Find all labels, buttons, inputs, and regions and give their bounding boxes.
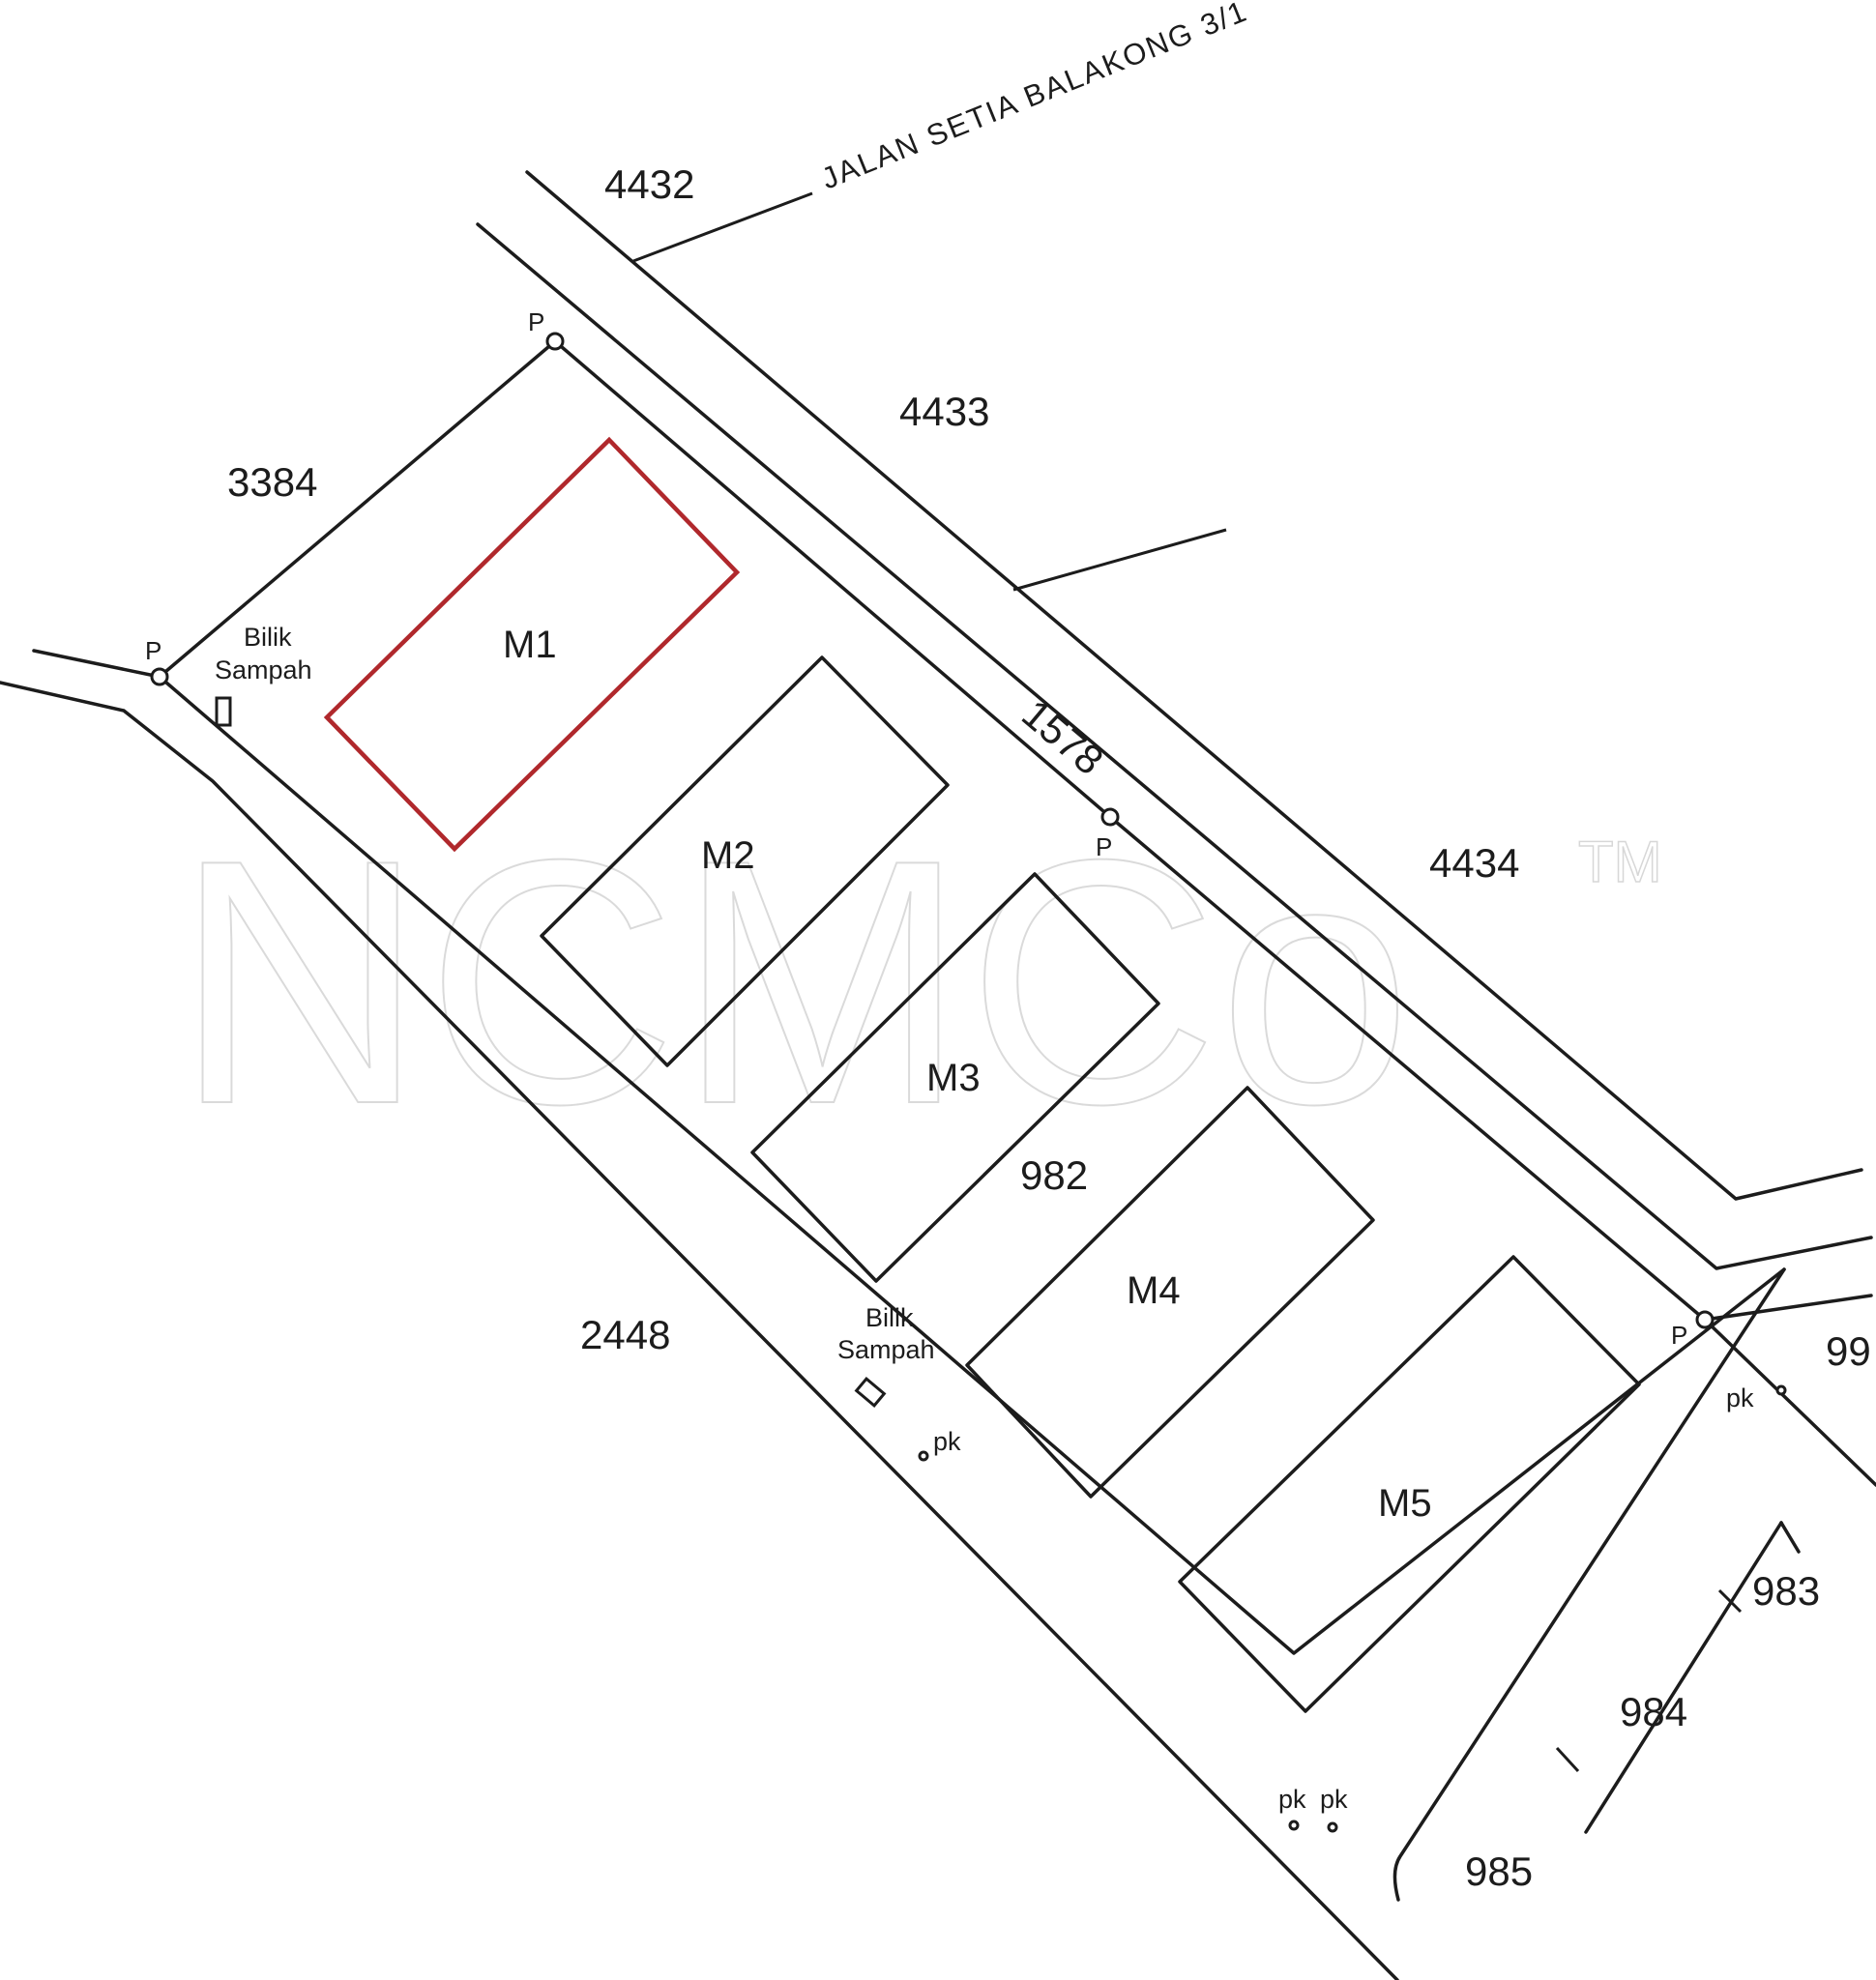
lot-boundary-983-top (1584, 1521, 1783, 1834)
peg-north (545, 332, 565, 351)
lot-boundary-983-corner (1779, 1521, 1801, 1554)
refuse-rooms (215, 696, 887, 1408)
road-edge-outer (525, 170, 1863, 1201)
peg-west (150, 667, 169, 686)
peg-mid (1100, 807, 1120, 827)
peg-east (1695, 1310, 1715, 1329)
refuse-room-1-line1: Bilik (244, 623, 292, 652)
unit-m3[interactable] (750, 872, 1160, 1283)
site-boundary (0, 339, 1876, 1980)
unit-label-m2: M2 (701, 834, 755, 877)
adjacent-lots (1392, 1267, 1801, 1902)
pk-point-2 (1288, 1820, 1300, 1831)
lot-label-4432: 4432 (604, 161, 694, 207)
unit-label-m3: M3 (926, 1057, 981, 1099)
peg-label-west: P (145, 636, 161, 665)
lot-line-4433 (1012, 528, 1227, 592)
road-name: JALAN SETIA BALAKONG 3/1 (817, 0, 1253, 195)
unit-label-m1: M1 (503, 624, 557, 666)
peg-label-east: P (1671, 1321, 1687, 1350)
lot-tick-983 (1717, 1588, 1743, 1614)
unit-labels: M1 M2 M3 M4 M5 (503, 624, 1432, 1525)
lot-label-2448: 2448 (580, 1312, 670, 1357)
peg-label-mid: P (1096, 832, 1112, 861)
lot-label-4434: 4434 (1429, 840, 1519, 886)
refuse-room-2-line1: Bilik (865, 1303, 914, 1332)
unit-m1[interactable] (323, 436, 741, 853)
pk-label-4: pk (1726, 1383, 1754, 1412)
pk-point-3 (1327, 1821, 1338, 1833)
pegs (150, 332, 1787, 1833)
watermark-tm: TM (1578, 830, 1662, 894)
unit-label-m5: M5 (1378, 1482, 1432, 1525)
boundary-northwest (158, 339, 557, 679)
side-road-edge (32, 649, 161, 679)
watermark-text: NCMCo (174, 788, 1412, 1177)
lot-label-982: 982 (1020, 1152, 1088, 1198)
refuse-room-1-line2: Sampah (215, 655, 312, 684)
pk-label-1: pk (933, 1427, 961, 1456)
unit-m2[interactable] (540, 655, 950, 1067)
lot-label-99: 99 (1826, 1328, 1871, 1374)
road-edge-inner (476, 222, 1873, 1270)
lot-label-984: 984 (1620, 1689, 1687, 1734)
pk-label-2: pk (1278, 1785, 1306, 1814)
refuse-room-box-1 (215, 696, 232, 727)
lot-tick-984 (1555, 1746, 1580, 1773)
boundary-northeast (553, 339, 1876, 1487)
units (323, 436, 1641, 1713)
road-reserve (476, 170, 1873, 1270)
lot-boundary-985 (1392, 1267, 1786, 1902)
road-leader-4432 (632, 191, 813, 263)
peg-label-north: P (528, 307, 544, 336)
pk-point-1 (918, 1450, 929, 1462)
lot-label-983: 983 (1752, 1568, 1820, 1614)
unit-m4[interactable] (965, 1086, 1375, 1499)
lot-label-985: 985 (1465, 1849, 1533, 1894)
lot-label-1578: 1578 (1013, 690, 1112, 783)
unit-m5[interactable] (1178, 1255, 1641, 1713)
boundary-southwest-inner (158, 675, 1786, 1655)
marker-labels: P P P P pk pk pk pk (145, 307, 1754, 1814)
refuse-room-box-2 (854, 1377, 887, 1408)
boundary-southwest-outer (0, 681, 1399, 1980)
lot-line-east (1703, 1294, 1873, 1322)
lot-label-4433: 4433 (899, 389, 989, 434)
pk-label-3: pk (1320, 1785, 1348, 1814)
refuse-room-labels: Bilik Sampah Bilik Sampah (215, 623, 935, 1364)
unit-label-m4: M4 (1127, 1269, 1181, 1312)
lot-label-3384: 3384 (227, 459, 317, 505)
refuse-room-2-line2: Sampah (837, 1335, 935, 1364)
pk-point-4 (1775, 1384, 1787, 1396)
